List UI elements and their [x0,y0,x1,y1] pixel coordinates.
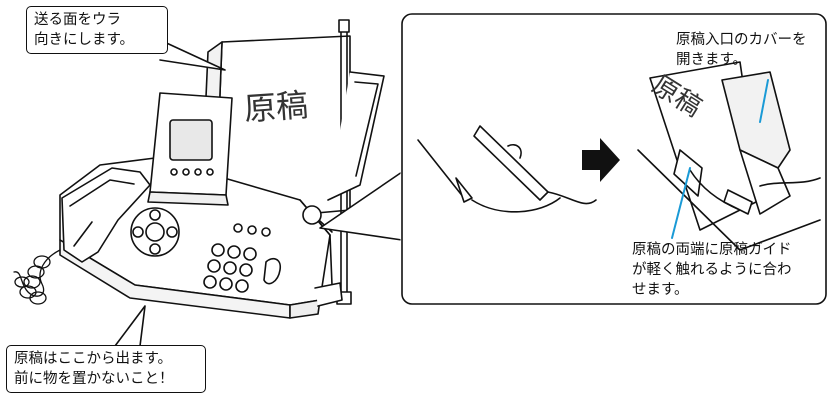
label-align-guides-line-3: せます。 [632,282,689,298]
paper-tray [327,71,385,201]
label-open-cover-line-1: 原稿入口のカバーを [676,32,807,48]
callout-pointer-top [159,39,226,71]
callout-face-down-line-1: 送る面をウラ [34,12,121,28]
callout-face-down-line-2: 向きにします。 [34,32,135,48]
handset [61,167,151,263]
callout-output-warning-line-1: 原稿はここから出ます。 [14,351,173,367]
right-arrow-icon [582,138,620,182]
inset-open-cover [637,61,821,251]
label-open-cover: 原稿入口のカバーを 開きます。 [676,30,807,70]
callout-output-warning-line-2: 前に物を置かないこと！ [14,371,174,387]
display-unit [147,92,233,206]
callout-face-down: 送る面をウラ 向きにします。 [26,6,168,54]
slot-highlight [302,205,322,225]
control-panel [130,207,282,293]
inset-closed-cover [417,125,597,213]
coiled-cord [13,249,61,305]
label-align-guides-line-2: が軽く触れるように合わ [632,262,792,278]
indicator-lines [671,79,769,239]
callout-output-warning: 原稿はここから出ます。 前に物を置かないこと！ [6,345,206,393]
label-open-cover-line-2: 開きます。 [676,52,748,68]
document-label-main: 原稿 [242,85,310,129]
label-align-guides-line-1: 原稿の両端に原稿ガイド [632,242,792,258]
label-align-guides: 原稿の両端に原稿ガイド が軽く触れるように合わ せます。 [632,240,792,300]
callout-pointer-bottom [114,305,146,347]
